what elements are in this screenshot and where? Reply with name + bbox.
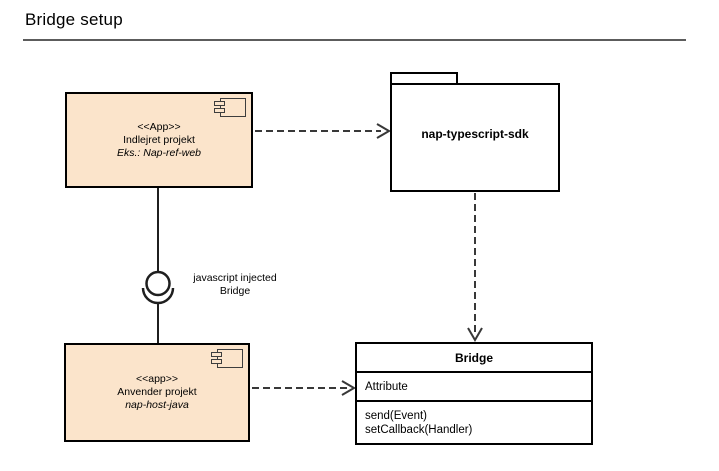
package-name: nap-typescript-sdk bbox=[421, 126, 529, 141]
component-icon-tab bbox=[211, 359, 222, 364]
title-underline bbox=[23, 39, 686, 41]
package-node-nap-typescript-sdk: nap-typescript-sdk bbox=[390, 83, 560, 192]
arrowhead-host-to-bridge-icon bbox=[341, 380, 356, 396]
interface-label: javascript injected Bridge bbox=[183, 272, 287, 298]
uml-ball-icon bbox=[145, 270, 171, 297]
component-name: Indlejret projekt bbox=[123, 133, 195, 146]
interface-label-line2: Bridge bbox=[219, 285, 251, 297]
class-method: setCallback(Handler) bbox=[365, 423, 473, 436]
class-attribute: Attribute bbox=[365, 380, 408, 393]
uml-socket-icon bbox=[141, 287, 175, 305]
class-name: Bridge bbox=[357, 344, 591, 373]
component-node-indlejret-projekt: <<App>> Indlejret projekt Eks.: Nap-ref-… bbox=[65, 92, 253, 188]
class-attributes-compartment: Attribute bbox=[357, 373, 591, 402]
component-icon-tab bbox=[214, 108, 225, 113]
component-example: Eks.: Nap-ref-web bbox=[116, 146, 202, 159]
class-node-bridge: Bridge Attribute send(Event) setCallback… bbox=[355, 342, 593, 445]
class-method: send(Event) bbox=[365, 409, 428, 422]
stereotype-label: <<App>> bbox=[137, 120, 181, 133]
component-icon-tab bbox=[211, 352, 222, 357]
arrowhead-sdk-to-bridge-icon bbox=[467, 327, 483, 342]
component-icon-tab bbox=[214, 101, 225, 106]
stereotype-label: <<app>> bbox=[135, 373, 179, 385]
component-name: Anvender projekt bbox=[117, 386, 197, 398]
component-example: nap-host-java bbox=[125, 399, 189, 411]
uml-component-icon bbox=[214, 98, 246, 117]
arrowhead-app-to-sdk-icon bbox=[376, 123, 391, 139]
class-methods-compartment: send(Event) setCallback(Handler) bbox=[357, 402, 591, 443]
interface-label-line1: javascript injected bbox=[193, 272, 277, 284]
component-node-anvender-projekt: <<app>> Anvender projekt nap-host-java bbox=[64, 343, 250, 442]
uml-component-icon bbox=[211, 349, 243, 368]
page-title: Bridge setup bbox=[25, 10, 123, 29]
